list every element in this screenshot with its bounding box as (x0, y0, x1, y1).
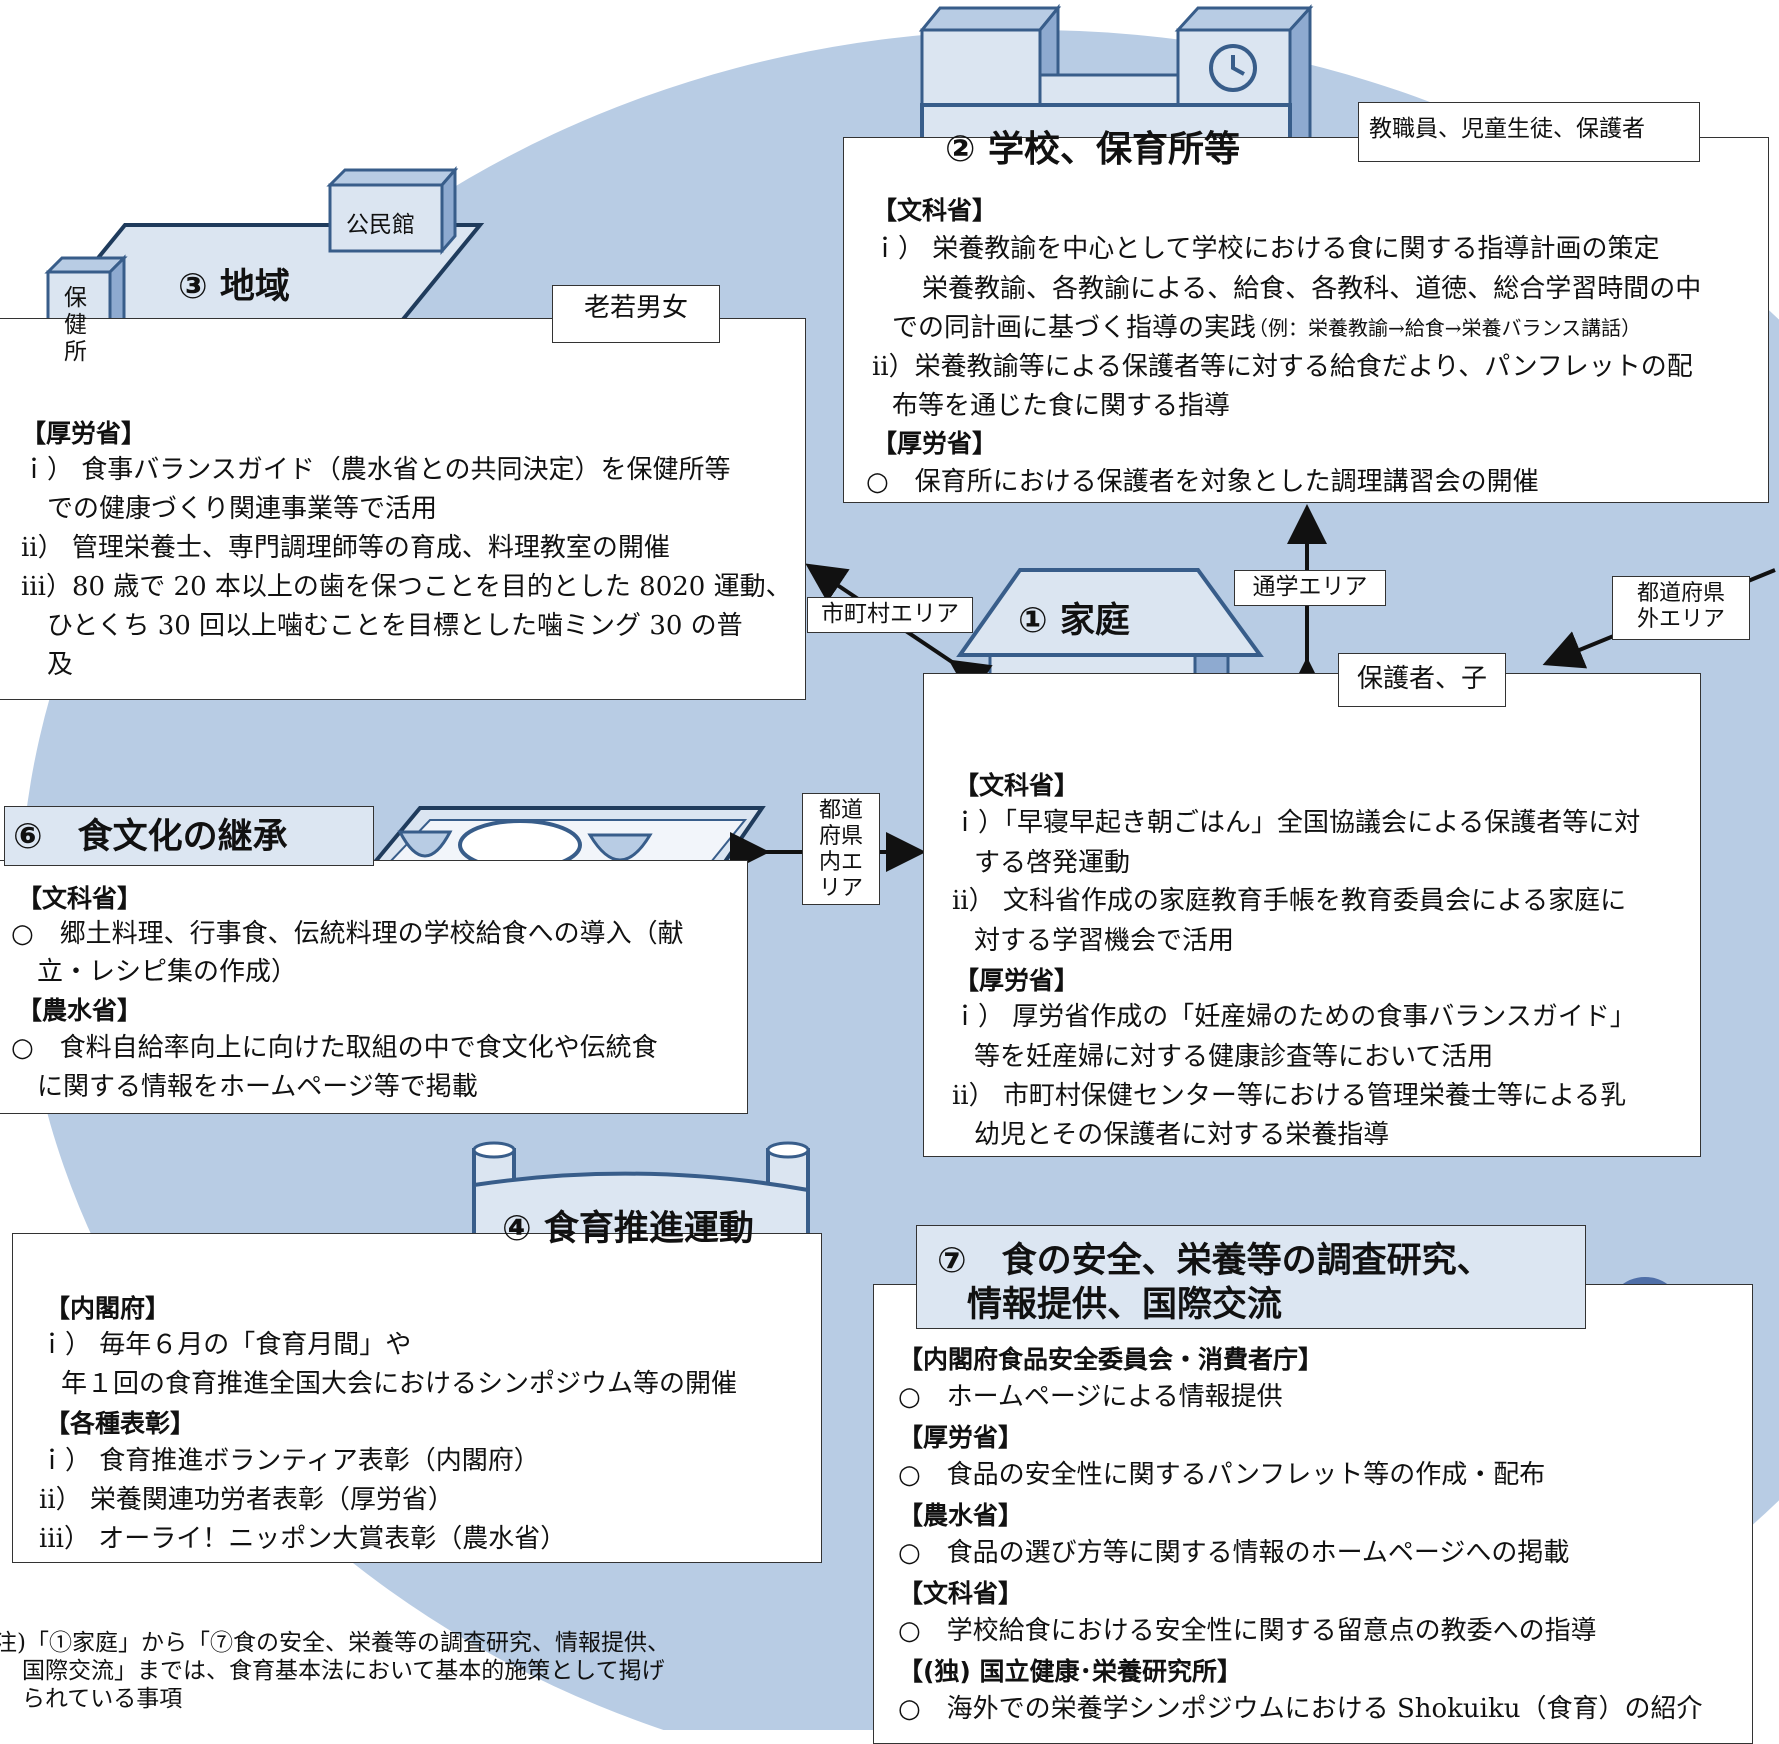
school-people-label: 教職員、児童生徒、保護者 (1358, 102, 1700, 162)
family-line: 対する学習機会で活用 (974, 926, 1235, 956)
family-box: 【文科省】 ｉ）「早寝早起き朝ごはん」全国協議会による保護者等に対 する啓発運動… (923, 673, 1701, 1157)
promotion-line: ⅲ） オーライ！ニッポン大賞表彰（農水省） (39, 1524, 567, 1554)
school-line: 【厚労省】 (872, 429, 998, 458)
safety-line: ○ 海外での栄養学シンポジウムにおける Shokuiku（食育）の紹介 (898, 1694, 1703, 1724)
safety-line: ○ 食品の安全性に関するパンフレット等の作成・配布 (898, 1460, 1546, 1490)
school-line: 栄養教諭、各教諭による、給食、各教科、道徳、総合学習時間の中 (922, 274, 1702, 304)
family-line: 【文科省】 (954, 771, 1080, 800)
family-line: ｉ）「早寝早起き朝ごはん」全国協議会による保護者等に対 (952, 808, 1641, 838)
school-box: 【文科省】 ｉ） 栄養教諭を中心として学校における食に関する指導計画の策定 栄養… (843, 137, 1769, 503)
community-line: での健康づくり関連事業等で活用 (47, 494, 438, 524)
family-line: ⅱ） 文科省作成の家庭教育手帳を教育委員会による家庭に (952, 886, 1627, 916)
family-title: ① 家庭 (1018, 601, 1130, 641)
safety-title-line2: 情報提供、国際交流 (967, 1285, 1283, 1325)
hall-building (326, 165, 459, 256)
safety-line: 【(独) 国立健康･栄養研究所】 (898, 1657, 1243, 1686)
family-line: する啓発運動 (974, 848, 1131, 878)
safety-line: 【文科省】 (898, 1579, 1024, 1608)
food-culture-line: 【文科省】 (17, 884, 143, 913)
school-line: での同計画に基づく指導の実践 (892, 313, 1257, 343)
family-line: ｉ） 厚労省作成の「妊産婦のための食事バランスガイド」 (952, 1002, 1636, 1032)
school-title: ② 学校、保育所等 (945, 129, 1241, 170)
community-line: 【厚労省】 (21, 419, 147, 448)
family-line: ⅱ） 市町村保健センター等における管理栄養士等による乳 (952, 1081, 1627, 1111)
food-culture-line: ○ 郷土料理、行事食、伝統料理の学校給食への導入（献 (11, 919, 684, 949)
promotion-line: 【各種表彰】 (45, 1409, 196, 1438)
school-line: ○ 保育所における保護者を対象とした調理講習会の開催 (866, 467, 1539, 497)
promotion-line: 年１回の食育推進全国大会におけるシンポジウム等の開催 (61, 1369, 738, 1399)
family-line: 等を妊産婦に対する健康診査等において活用 (974, 1042, 1494, 1072)
school-area-label: 通学エリア (1234, 570, 1386, 606)
food-culture-line: ○ 食料自給率向上に向けた取組の中で食文化や伝統食 (11, 1033, 658, 1063)
community-box: 【厚労省】 ｉ） 食事バランスガイド（農水省との共同決定）を保健所等 での健康づ… (0, 318, 806, 700)
hall-label: 公民館 (346, 212, 415, 238)
food-culture-line: 【農水省】 (17, 996, 143, 1025)
promotion-line: ⅱ） 栄養関連功労者表彰（厚労省） (39, 1485, 454, 1515)
family-line: 【厚労省】 (954, 966, 1080, 995)
health-center-label: 保健所 (64, 285, 87, 365)
safety-line: 【厚労省】 (898, 1423, 1024, 1452)
community-people-label: 老若男女 (552, 285, 720, 343)
safety-line: ○ ホームページによる情報提供 (898, 1382, 1283, 1412)
note-line: 国際交流」までは、食育基本法において基本的施策として掲げ (22, 1658, 665, 1684)
community-line: ｉ） 食事バランスガイド（農水省との共同決定）を保健所等 (21, 455, 731, 485)
promotion-line: ｉ） 食育推進ボランティア表彰（内閣府） (39, 1446, 540, 1476)
food-culture-box: 【文科省】 ○ 郷土料理、行事食、伝統料理の学校給食への導入（献 立・レシピ集の… (0, 860, 748, 1114)
safety-title-box: ⑦ 食の安全、栄養等の調査研究、 情報提供、国際交流 (916, 1225, 1586, 1329)
outside-area-label: 都道府県外エリア (1612, 576, 1750, 640)
school-line: 【文科省】 (872, 196, 998, 225)
safety-title-line1: ⑦ 食の安全、栄養等の調査研究、 (937, 1241, 1492, 1281)
community-line: ⅱ） 管理栄養士、専門調理師等の育成、料理教室の開催 (21, 533, 670, 563)
school-example: （例：栄養教諭→給食→栄養バランス講話） (1248, 316, 1642, 340)
inside-area-label: 都道府県内エリア (802, 793, 880, 905)
note-line: られている事項 (22, 1686, 183, 1712)
promotion-line: ｉ） 毎年６月の「食育月間」や (39, 1330, 412, 1360)
community-line: 及 (47, 650, 74, 680)
food-culture-line: に関する情報をホームページ等で掲載 (37, 1072, 478, 1102)
municipal-area-label: 市町村エリア (807, 597, 973, 633)
family-line: 幼児とその保護者に対する栄養指導 (974, 1120, 1390, 1150)
school-line: ｉ） 栄養教諭を中心として学校における食に関する指導計画の策定 (872, 234, 1660, 264)
food-culture-line: 立・レシピ集の作成） (37, 957, 298, 987)
promotion-box: 【内閣府】 ｉ） 毎年６月の「食育月間」や 年１回の食育推進全国大会におけるシン… (12, 1233, 822, 1563)
school-line: 布等を通じた食に関する指導 (892, 391, 1231, 421)
promotion-line: 【内閣府】 (45, 1294, 171, 1323)
note-line: 注)「①家庭」から「⑦食の安全、栄養等の調査研究、情報提供、 (0, 1630, 670, 1656)
safety-box: 【内閣府食品安全委員会・消費者庁】 ○ ホームページによる情報提供 【厚労省】 … (873, 1284, 1753, 1744)
promotion-title: ④ 食育推進運動 (502, 1209, 754, 1249)
safety-line: ○ 食品の選び方等に関する情報のホームページへの掲載 (898, 1538, 1570, 1568)
food-culture-title: ⑥ 食文化の継承 (4, 806, 374, 866)
clock-icon (1209, 44, 1257, 92)
safety-line: 【農水省】 (898, 1501, 1024, 1530)
school-line: ⅱ）栄養教諭等による保護者等に対する給食だより、パンフレットの配 (872, 352, 1693, 382)
community-line: ⅲ）80 歳で 20 本以上の歯を保つことを目的とした 8020 運動、 (21, 572, 792, 602)
community-title: ③ 地域 (178, 267, 290, 307)
safety-line: ○ 学校給食における安全性に関する留意点の教委への指導 (898, 1616, 1597, 1646)
safety-line: 【内閣府食品安全委員会・消費者庁】 (898, 1345, 1324, 1374)
community-line: ひとくち 30 回以上噛むことを目標とした噛ミング 30 の普 (47, 611, 743, 641)
family-people-label: 保護者、子 (1338, 653, 1506, 707)
